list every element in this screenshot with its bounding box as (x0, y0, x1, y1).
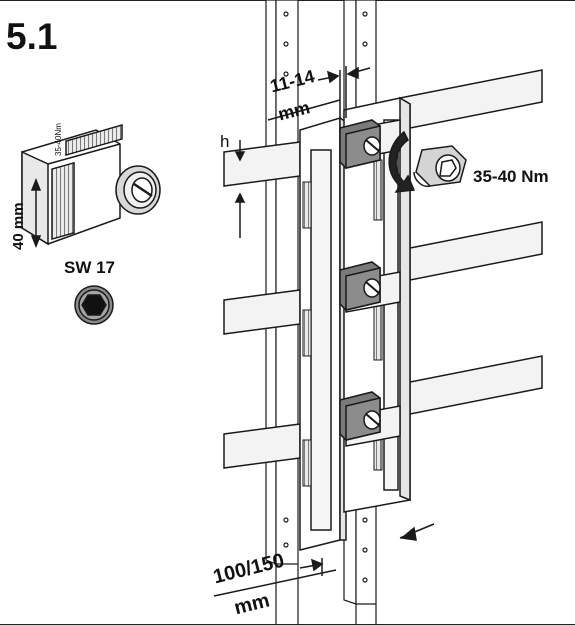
height-dimension (234, 140, 246, 238)
torque-arrow (388, 130, 416, 193)
height-symbol: h (220, 132, 230, 151)
clamp-middle (339, 261, 381, 311)
clamp-top (339, 119, 381, 169)
width-dimension (267, 66, 371, 121)
hex-key-size-label: SW 17 (64, 258, 116, 277)
busbars (223, 69, 543, 469)
terminal-size-label: 40 mm (10, 202, 27, 250)
step-number: 5.1 (6, 16, 58, 57)
clamp-bottom (339, 391, 381, 441)
distance-dimension (213, 523, 435, 597)
hex-key-icon (74, 285, 114, 325)
terminal-clamps (339, 119, 381, 441)
terminal-marking: 35-40Nm (54, 123, 63, 156)
left-busbar-module (299, 116, 347, 551)
terminal-detail (21, 124, 161, 249)
socket-wrench-icon (413, 145, 467, 188)
torque-label: 35-40 Nm (473, 167, 549, 186)
